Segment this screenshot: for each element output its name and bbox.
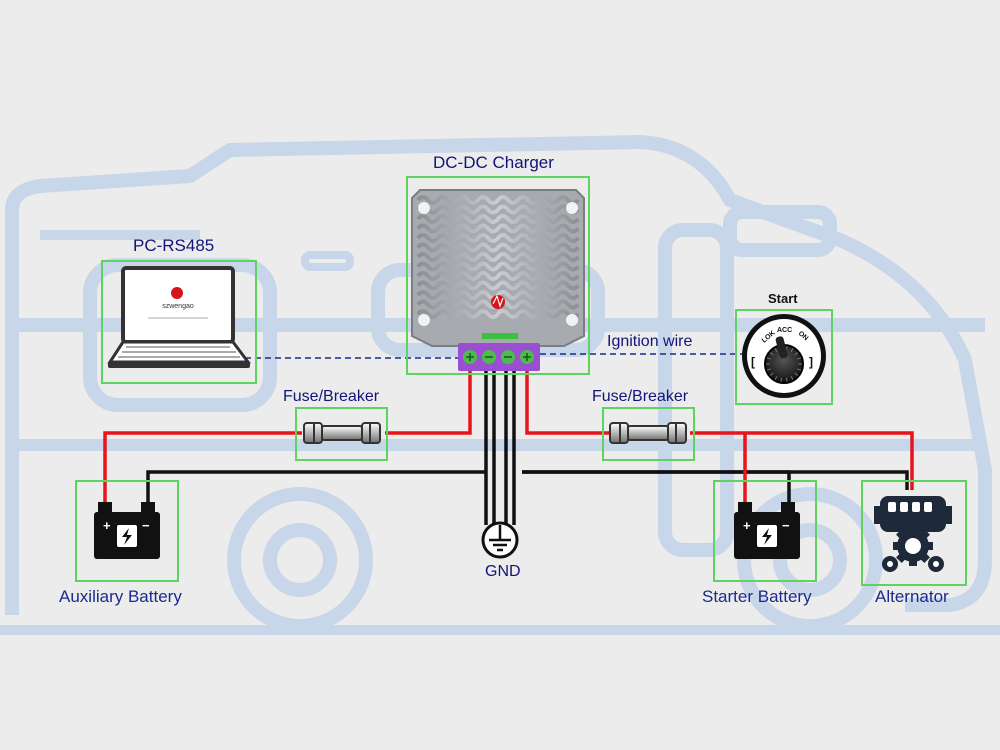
- gear-tooth: [925, 542, 933, 550]
- starter-battery-highlight-box: [713, 480, 817, 582]
- knob-ridge: [785, 377, 788, 382]
- alternator-label: Alternator: [875, 587, 949, 606]
- heatsink-fin: [416, 309, 580, 319]
- knob-ridge: [774, 375, 778, 380]
- rv-wheel-left: [227, 487, 373, 633]
- svg-text:]: ]: [809, 355, 813, 369]
- aux-plus-text: +: [103, 518, 111, 533]
- terminal-block: [458, 343, 540, 371]
- heatsink-fin: [416, 204, 580, 215]
- gnd-label: GND: [485, 563, 521, 580]
- knob-ridge: [794, 372, 799, 376]
- knob-ridge: [774, 348, 778, 353]
- switch-pos-acc: ACC: [777, 327, 792, 334]
- start-label: Start: [768, 291, 798, 306]
- starter-plus-text: +: [743, 518, 751, 533]
- fuse-right-highlight-box: [602, 407, 695, 461]
- laptop-icon: szwengao: [107, 266, 251, 368]
- battery-icon-starter: + −: [734, 502, 800, 559]
- ground-symbol-icon: [481, 521, 519, 559]
- ignition-highlight-box: [735, 309, 833, 405]
- knob-ridge: [796, 368, 802, 371]
- aux-minus-text: −: [142, 518, 150, 533]
- fuse-left-label: Fuse/Breaker: [283, 388, 380, 405]
- pc-label: PC-RS485: [133, 236, 215, 255]
- starter-minus-text: −: [782, 518, 790, 533]
- fuse-left-highlight-box: [295, 407, 388, 461]
- gear-tooth: [896, 529, 908, 541]
- inline-fuse-icon-left: [303, 422, 381, 444]
- knob-ridge: [766, 357, 772, 360]
- inline-fuse-icon-right: [609, 422, 687, 444]
- alternator-highlight-box: [861, 480, 967, 586]
- heatsink-fin: [416, 195, 580, 205]
- gear-tooth: [909, 558, 917, 566]
- alternator-icon: [874, 496, 952, 572]
- knob-ridge: [780, 377, 783, 382]
- heatsink-fin: [416, 280, 580, 291]
- fuse-right-label: Fuse/Breaker: [592, 388, 689, 405]
- knob-ridge: [785, 346, 788, 351]
- knob-ridge: [769, 372, 774, 376]
- laptop-brand-text: szwengao: [162, 303, 194, 310]
- heatsink-fin: [416, 261, 580, 272]
- starter-battery-label: Starter Battery: [702, 587, 812, 606]
- gear-tooth: [893, 542, 901, 550]
- battery-icon-aux: + −: [94, 502, 160, 559]
- positive-wires: [103, 370, 914, 508]
- heatsink-fin: [416, 223, 580, 234]
- gear-tooth: [918, 551, 930, 563]
- heatsink-fin: [416, 233, 580, 243]
- knob-ridge: [769, 352, 774, 356]
- charger-label: DC-DC Charger: [433, 153, 554, 172]
- charger-highlight-box: [406, 176, 590, 375]
- ignition-wire-label: Ignition wire: [607, 333, 693, 350]
- heatsink-fin: [416, 252, 580, 262]
- aux-battery-highlight-box: [75, 480, 179, 582]
- knob-ridge: [794, 352, 799, 356]
- charger-device-icon: [411, 189, 585, 347]
- heatsink-fin: [416, 242, 580, 253]
- gear-tooth: [918, 529, 930, 541]
- knob-ridge: [790, 348, 794, 353]
- heatsink-fin: [416, 271, 580, 281]
- knob-ridge: [790, 375, 794, 380]
- knob-ridge: [766, 368, 772, 371]
- gear-tooth: [896, 551, 908, 563]
- svg-text:[: [: [751, 355, 755, 369]
- heatsink-fin: [416, 214, 580, 224]
- ignition-switch-icon: [ ] LOK ACC ON: [742, 314, 826, 398]
- negative-wires: [146, 370, 909, 525]
- knob-ridge: [796, 357, 802, 360]
- pc-highlight-box: [101, 260, 257, 384]
- gear-tooth: [909, 526, 917, 534]
- rv-wheel-right: [737, 487, 883, 633]
- aux-battery-label: Auxiliary Battery: [59, 587, 182, 606]
